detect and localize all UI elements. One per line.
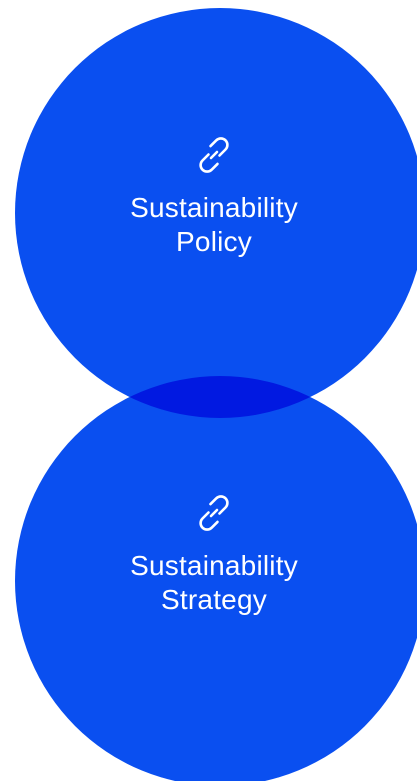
circle-label: Sustainability Strategy	[130, 549, 298, 617]
sustainability-policy-link[interactable]: Sustainability Policy	[15, 8, 417, 418]
label-line-1: Sustainability	[130, 550, 298, 581]
circle-content: Sustainability Policy	[130, 131, 298, 259]
circle-label: Sustainability Policy	[130, 191, 298, 259]
label-line-2: Strategy	[161, 584, 267, 615]
label-line-2: Policy	[176, 226, 252, 257]
sustainability-strategy-link[interactable]: Sustainability Strategy	[15, 376, 417, 781]
link-icon	[190, 131, 238, 179]
circle-content: Sustainability Strategy	[130, 489, 298, 617]
label-line-1: Sustainability	[130, 192, 298, 223]
link-icon	[190, 489, 238, 537]
